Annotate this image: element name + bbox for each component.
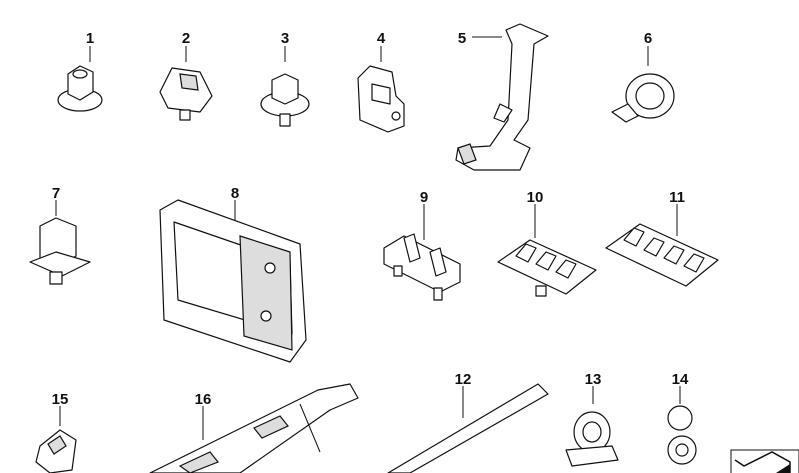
part-9[interactable]: 9 (383, 189, 461, 301)
part-number-14: 14 (672, 371, 689, 388)
part-10[interactable]: 10 (497, 189, 597, 297)
part-number-5: 5 (458, 30, 466, 47)
part-number-16: 16 (195, 391, 212, 408)
part-4[interactable]: 4 (357, 30, 405, 133)
part-number-10: 10 (527, 189, 544, 206)
part-number-2: 2 (182, 30, 190, 47)
part-8[interactable]: 8 (159, 185, 307, 363)
part-14[interactable]: 14 (667, 371, 697, 465)
part-15[interactable]: 15 (35, 391, 77, 473)
part-6[interactable]: 6 (611, 30, 675, 123)
part-number-4: 4 (377, 30, 386, 47)
part-13[interactable]: 13 (565, 371, 619, 467)
part-number-1: 1 (86, 30, 94, 47)
part-number-7: 7 (52, 185, 60, 202)
part-number-13: 13 (585, 371, 602, 388)
part-1[interactable]: 1 (57, 30, 103, 112)
part-number-12: 12 (455, 371, 472, 388)
part-3[interactable]: 3 (260, 30, 310, 127)
part-7[interactable]: 7 (29, 185, 91, 285)
part-number-3: 3 (281, 30, 289, 47)
catalog-corner-icon[interactable] (730, 449, 799, 473)
part-number-11: 11 (669, 189, 685, 206)
part-number-15: 15 (52, 391, 69, 408)
part-number-9: 9 (420, 189, 428, 206)
part-16[interactable]: 16 (149, 383, 359, 473)
part-number-8: 8 (231, 185, 239, 202)
part-2[interactable]: 2 (159, 30, 213, 121)
part-number-6: 6 (644, 30, 652, 47)
part-12[interactable]: 12 (387, 371, 549, 473)
part-11[interactable]: 11 (605, 189, 719, 287)
part-5[interactable]: 5 (455, 23, 549, 171)
